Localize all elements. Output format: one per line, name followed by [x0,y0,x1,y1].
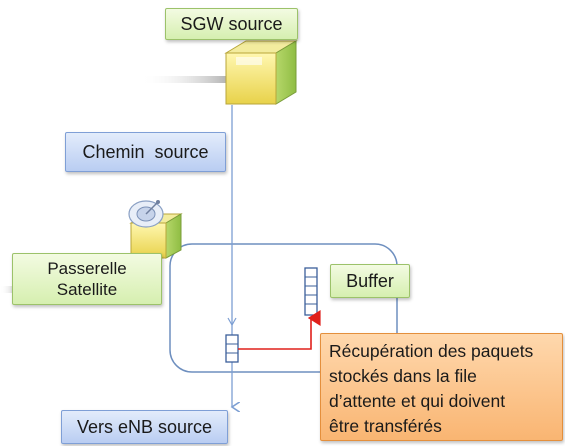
vers-enb-source-text: Vers eNB source [76,416,213,437]
flow-tick [227,317,237,327]
sgw-shadow [140,76,230,83]
recuperation-note: Récupération des paquets stockés dans la… [320,333,563,441]
recup-line: Récupération des paquets [329,341,534,361]
satellite-gateway-icon [128,200,183,259]
passerelle-satellite-label: Passerelle Satellite [12,253,162,305]
red-transfer-arrow [238,310,321,350]
vers-enb-source-label: Vers eNB source [61,410,228,444]
chemin-source-text: Chemin source [82,141,209,162]
recuperation-text: Récupération des paquets stockés dans la… [329,339,533,439]
recup-line: être transférés [329,416,442,436]
recup-line: d’attente et qui doivent [329,391,506,411]
sgw-source-text: SGW source [180,13,283,34]
sgw-cube-icon [224,40,298,105]
chemin-source-label: Chemin source [65,132,226,172]
enb-region [169,243,398,373]
passerelle-shadow [0,286,20,293]
queue-icon [304,267,318,316]
sgw-source-label: SGW source [165,8,298,40]
passerelle-line2: Satellite [56,280,118,299]
recup-line: stockés dans la file [329,366,477,386]
buffer-text: Buffer [346,270,394,291]
buffer-label: Buffer [330,264,410,298]
queue-icon [225,334,239,363]
passerelle-line1: Passerelle [47,259,127,278]
